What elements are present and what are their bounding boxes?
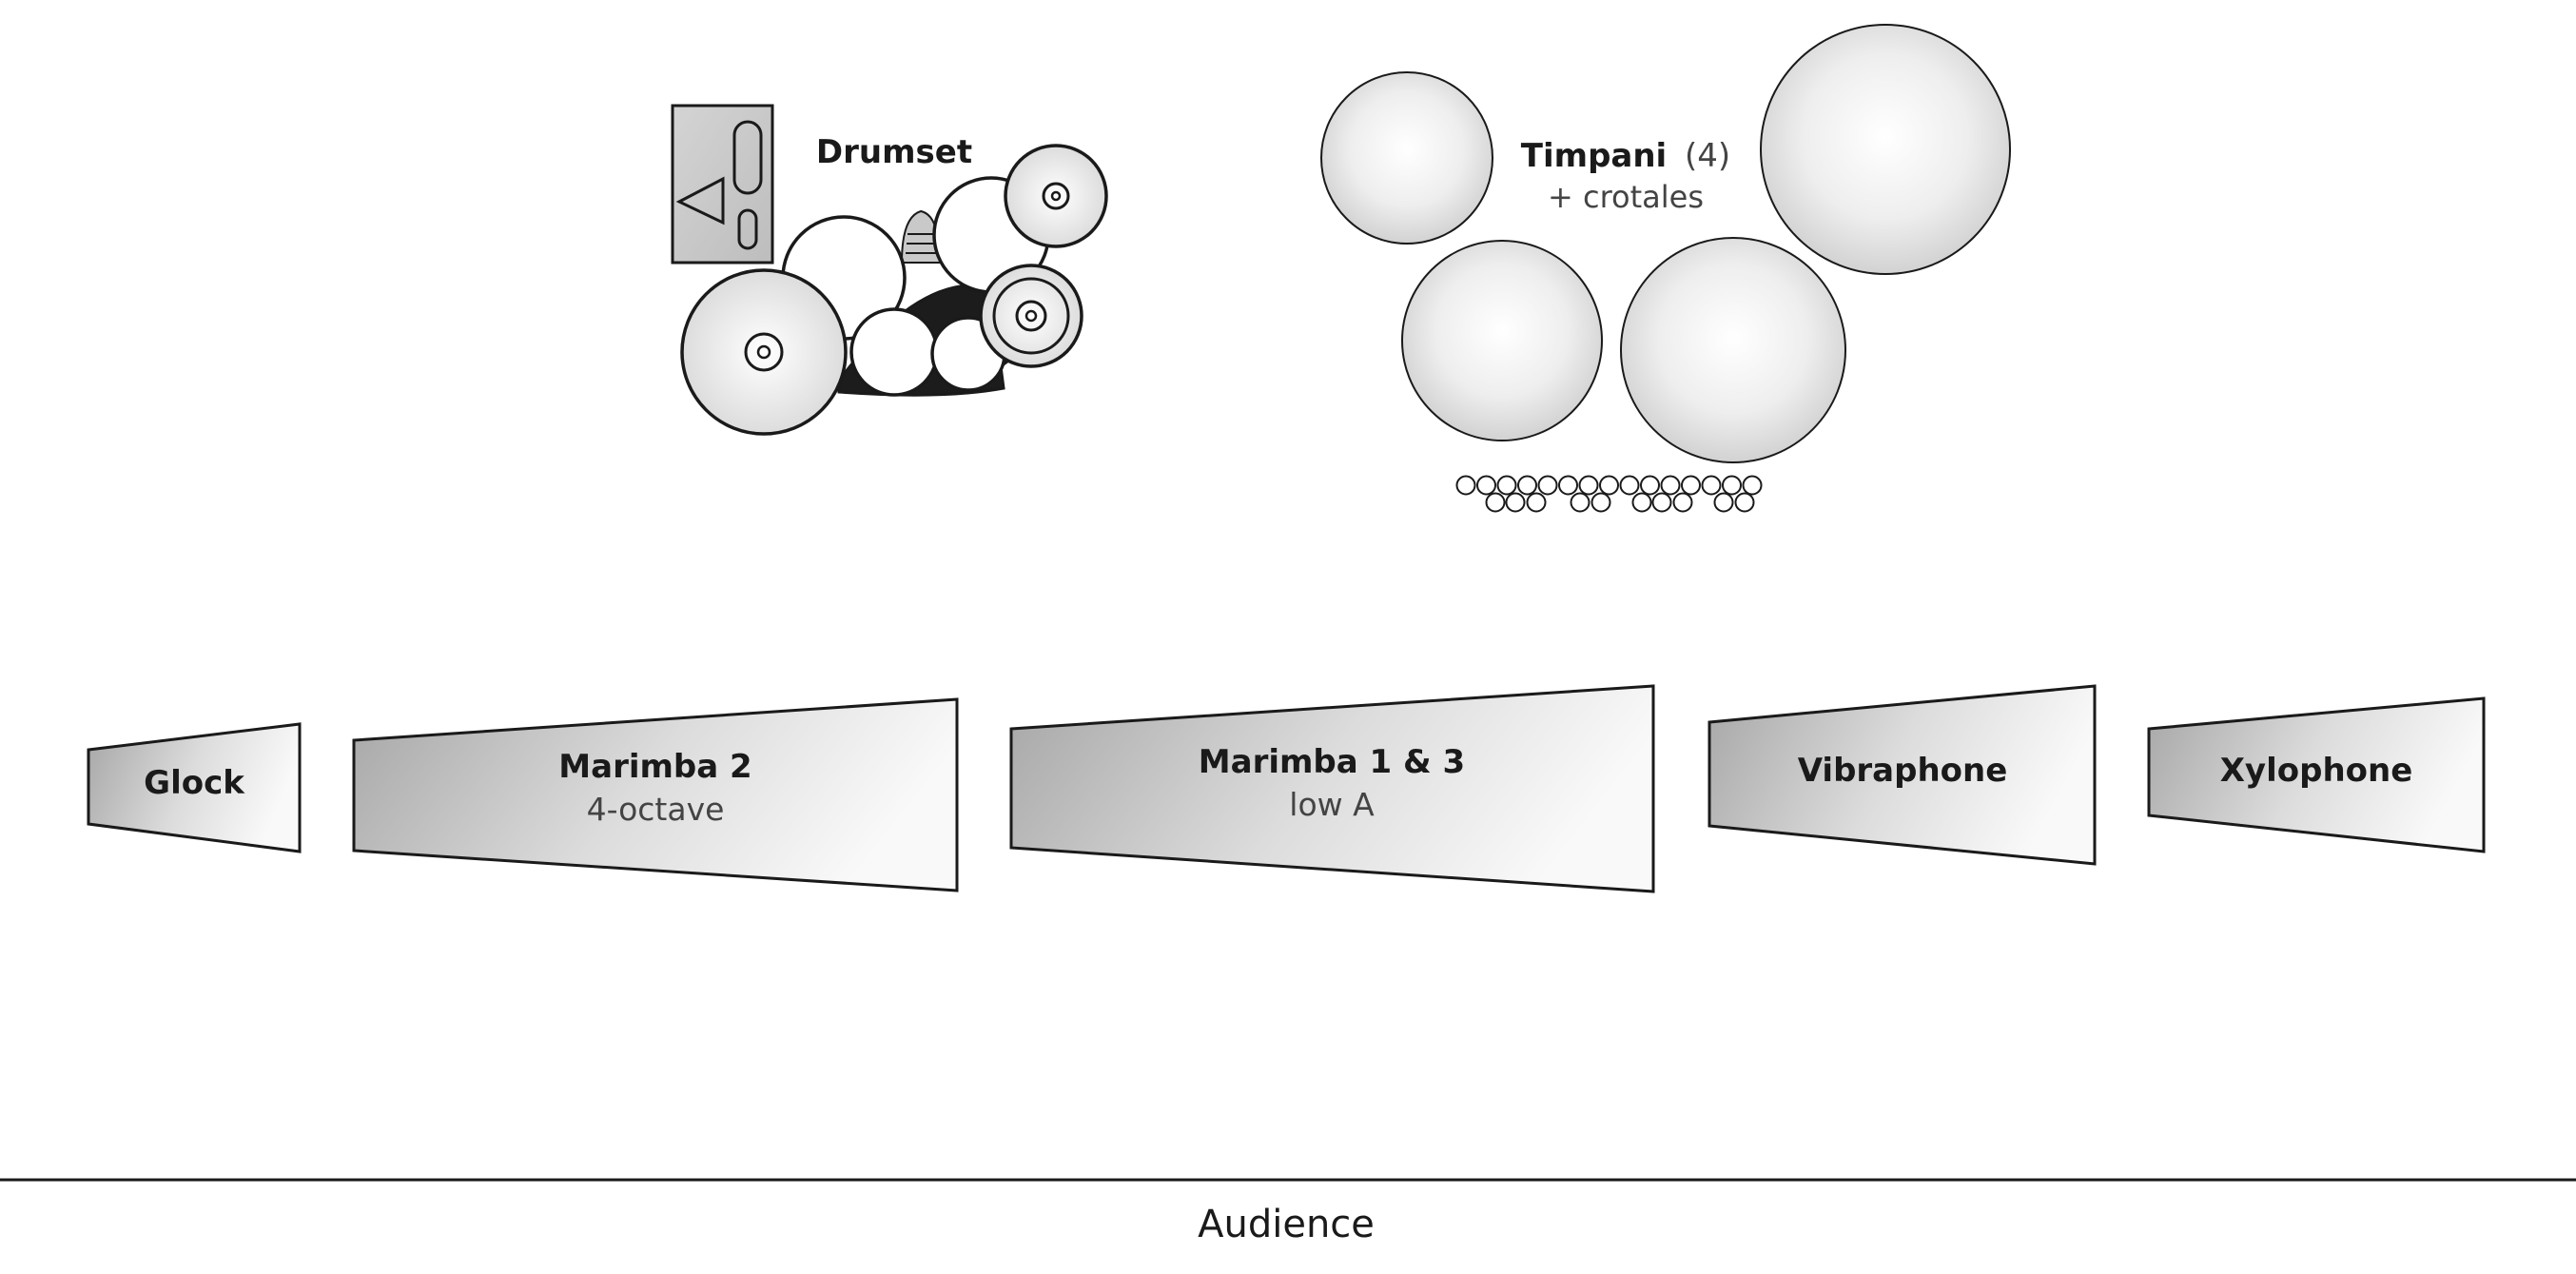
crotale-disc [1631, 492, 1652, 513]
timpani-name: Timpani [1521, 137, 1667, 175]
crotale-disc [1570, 492, 1590, 513]
crotale-disc [1455, 475, 1476, 496]
marimba-2-sublabel: 4-octave [587, 791, 725, 828]
timpani-label: Timpani (4) [1521, 137, 1730, 175]
drum-rack-box [671, 104, 774, 265]
crotale-disc [1619, 475, 1640, 496]
hihat-cymbal [979, 264, 1083, 368]
vibraphone-label: Vibraphone [1798, 752, 2008, 790]
timpani-count: (4) [1685, 137, 1730, 175]
crotale-disc [1485, 492, 1506, 513]
drumset-label: Drumset [816, 133, 972, 171]
xylophone-instrument: Xylophone [2147, 696, 2486, 853]
timpani-drum-1 [1320, 71, 1493, 245]
timpani-group: Timpani (4) + crotales [1320, 24, 2011, 513]
crotale-disc [1734, 492, 1755, 513]
audience-label: Audience [1198, 1203, 1375, 1246]
crotale-disc [1505, 492, 1526, 513]
timpani-drum-3 [1620, 237, 1846, 463]
marimba-2-label: Marimba 2 [558, 748, 751, 786]
timpani-drum-2 [1401, 240, 1603, 441]
crotale-disc [1590, 492, 1611, 513]
crotale-disc [1713, 492, 1734, 513]
crotale-disc [1578, 475, 1599, 496]
vibraphone-instrument: Vibraphone [1708, 684, 2097, 866]
marimba-1-3-instrument: Marimba 1 & 3 low A [1009, 684, 1655, 893]
keyboard-row: Glock Marimba 2 4-octave Marimba 1 & 3 l… [87, 684, 2486, 893]
crotale-disc [1651, 492, 1672, 513]
crotale-disc [1496, 475, 1517, 496]
crotale-disc [1558, 475, 1578, 496]
glock-instrument: Glock [87, 722, 302, 853]
crotales-label: + crotales [1548, 179, 1704, 215]
crash-cymbal [1004, 144, 1108, 248]
timpani-drum-4 [1760, 24, 2011, 275]
crotale-disc [1599, 475, 1619, 496]
drumset-group: Drumset [671, 104, 1108, 436]
marimba-1-3-label: Marimba 1 & 3 [1199, 743, 1465, 781]
floor-tom-left [849, 307, 939, 397]
crotale-disc [1681, 475, 1701, 496]
marimba-2-instrument: Marimba 2 4-octave [352, 697, 959, 892]
crotale-disc [1742, 475, 1763, 496]
crotale-disc [1517, 475, 1537, 496]
xylophone-label: Xylophone [2220, 752, 2413, 790]
crotale-disc [1526, 492, 1547, 513]
crotale-disc [1660, 475, 1681, 496]
crotale-disc [1476, 475, 1496, 496]
crotales-set [1455, 475, 1763, 513]
crotale-disc [1640, 475, 1660, 496]
marimba-1-3-sublabel: low A [1289, 786, 1375, 823]
glock-label: Glock [144, 764, 245, 802]
drum-throne-lines [906, 233, 936, 254]
crotale-disc [1701, 475, 1722, 496]
crotale-disc [1672, 492, 1693, 513]
crotale-disc [1537, 475, 1558, 496]
crotale-disc [1722, 475, 1742, 496]
ride-cymbal [680, 268, 848, 436]
